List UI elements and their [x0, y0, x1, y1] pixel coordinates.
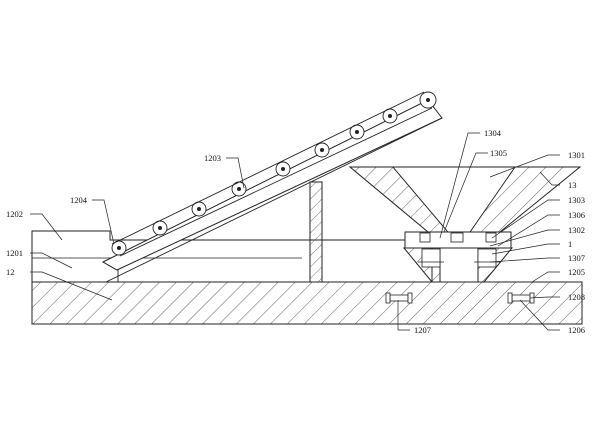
incline-underside — [105, 117, 443, 283]
label-1201: 1201 — [6, 248, 23, 258]
label-1301: 1301 — [568, 150, 585, 160]
label-1: 1 — [568, 239, 572, 249]
roller-axle-icon — [320, 148, 324, 152]
roller-axle-icon — [237, 187, 241, 191]
roller-axle-icon — [281, 167, 285, 171]
conveyor-rollers — [111, 91, 437, 256]
actuator-left — [421, 248, 441, 268]
belt-bottom-line — [119, 107, 433, 257]
bolt-head-icon — [407, 292, 413, 304]
label-1306: 1306 — [568, 210, 585, 220]
leader-lines — [30, 132, 560, 331]
roller-axle-icon — [388, 114, 392, 118]
base-slab — [31, 281, 583, 325]
valve-assembly — [404, 231, 512, 268]
valve-block-left — [419, 232, 431, 243]
label-1208: 1208 — [568, 292, 585, 302]
actuator-right — [477, 248, 497, 268]
bolt-icon — [511, 294, 531, 302]
label-1203: 1203 — [204, 153, 221, 163]
roller-axle-icon — [117, 246, 121, 250]
label-1305: 1305 — [490, 148, 507, 158]
bolt-head-icon — [507, 292, 513, 304]
label-1307: 1307 — [568, 253, 585, 263]
label-1202: 1202 — [6, 209, 23, 219]
label-1304: 1304 — [484, 128, 502, 138]
vertical-strut — [309, 181, 323, 283]
label-1206: 1206 — [568, 325, 585, 335]
roller-axle-icon — [158, 226, 162, 230]
valve-block-right — [485, 232, 497, 243]
label-1205: 1205 — [568, 267, 585, 277]
bolt-head-icon — [385, 292, 391, 304]
belt-top-line — [111, 91, 425, 245]
label-1204: 1204 — [70, 195, 88, 205]
label-1303: 1303 — [568, 195, 585, 205]
left-support-block — [31, 230, 433, 283]
label-12: 12 — [6, 267, 15, 277]
roller-axle-icon — [426, 98, 430, 102]
bolt-icon — [389, 294, 409, 302]
valve-center-block — [450, 232, 464, 243]
roller-axle-icon — [355, 130, 359, 134]
label-1302: 1302 — [568, 225, 585, 235]
label-1207: 1207 — [414, 325, 431, 335]
roller-axle-icon — [197, 207, 201, 211]
label-13: 13 — [568, 180, 577, 190]
